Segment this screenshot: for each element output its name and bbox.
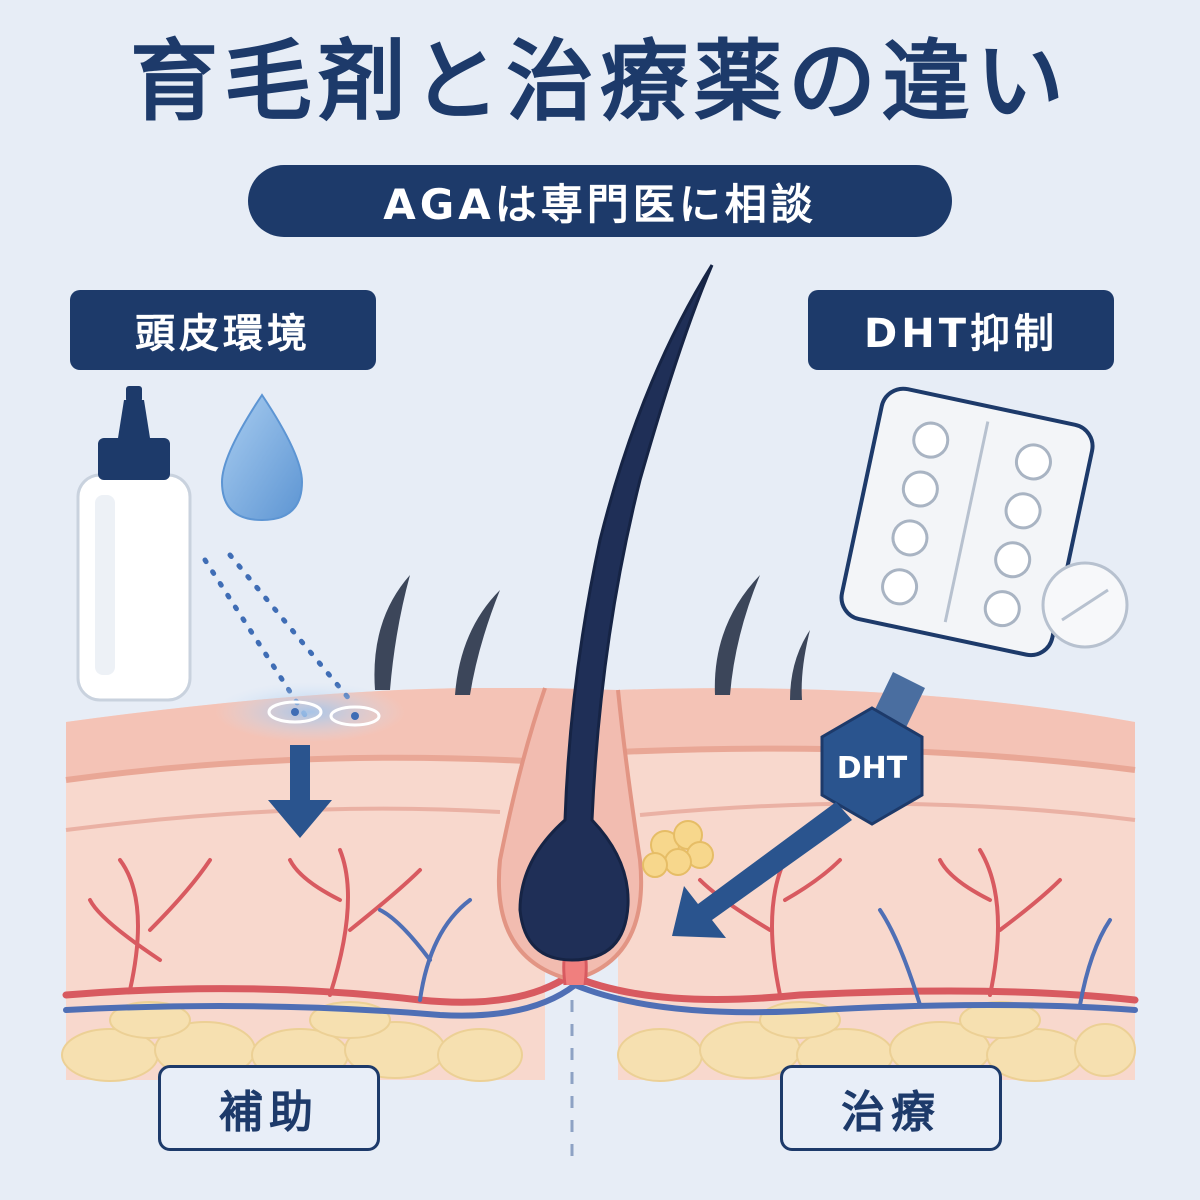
scalp-ripple — [215, 682, 405, 742]
right-category-tag: DHT抑制 — [808, 290, 1114, 370]
tablet-pill-icon — [1041, 561, 1129, 649]
dht-hexagon — [820, 706, 924, 826]
tonic-bottle-icon — [76, 386, 192, 702]
dht-hex-label: DHT — [837, 751, 908, 786]
main-hair-shaft — [518, 264, 714, 962]
subtitle-pill: AGAは専門医に相談 — [248, 165, 952, 237]
small-hairs — [374, 575, 810, 700]
water-drop-icon — [220, 393, 304, 522]
blister-pack-icon — [839, 386, 1095, 658]
down-arrow-icon — [268, 745, 332, 838]
right-bottom-label: 治療 — [780, 1065, 1002, 1151]
left-category-tag: 頭皮環境 — [70, 290, 376, 370]
diagonal-arrow-icon — [672, 802, 852, 938]
left-bottom-label: 補助 — [158, 1065, 380, 1151]
page-title: 育毛剤と治療薬の違い — [129, 30, 1070, 133]
sebaceous-gland — [642, 820, 714, 878]
